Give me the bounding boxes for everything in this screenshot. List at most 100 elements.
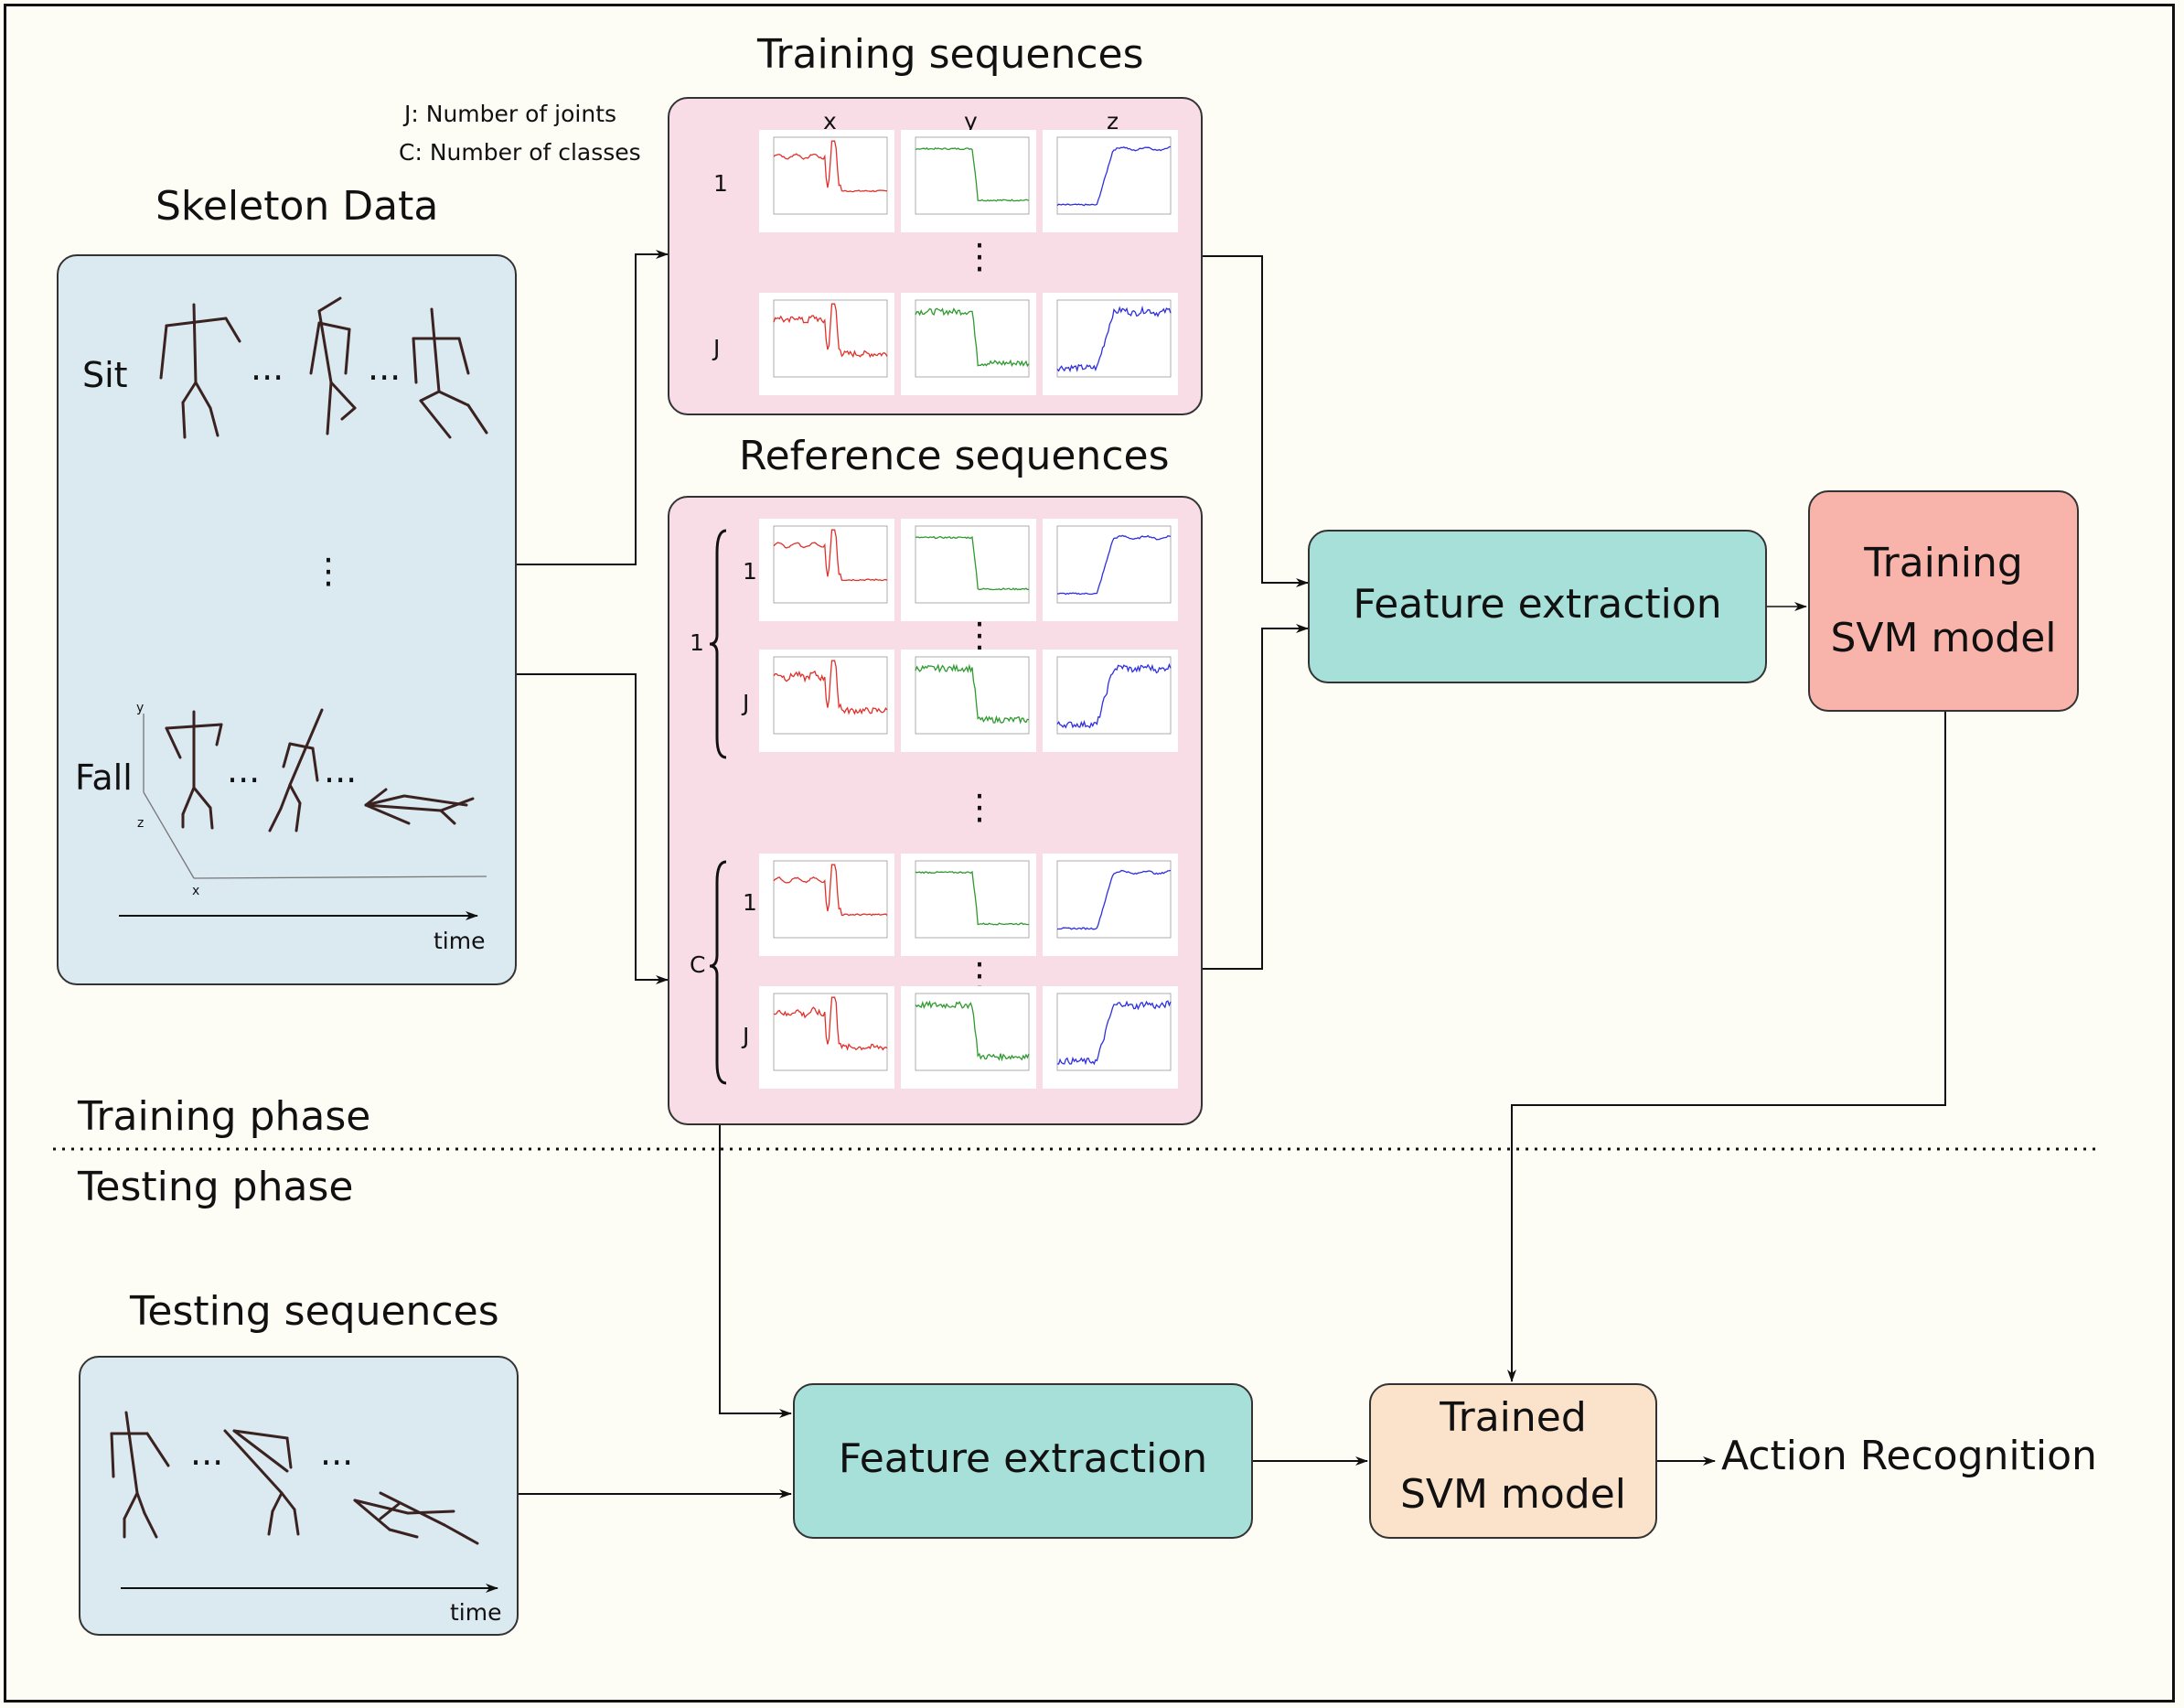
mini-plot-series [773,140,888,193]
mini-plot [1043,130,1178,232]
mini-plot-series [1056,534,1172,596]
vertical-ellipsis: ⋮ [962,236,997,276]
training-svm-label-line1: Training [1864,540,2023,586]
class-label-sit: Sit [82,355,128,395]
axis-label-y: y [136,701,145,715]
mini-plot-frame [773,656,888,735]
row-label-1: 1 [743,889,757,916]
vertical-ellipsis: ⋮ [962,787,997,827]
skeleton-fall-2 [268,708,324,833]
axis-label-x: x [192,884,200,898]
mini-plot [759,130,894,232]
training-svm-label-line2: SVM model [1830,615,2057,661]
figure-frame [4,4,2175,1703]
mini-plot-frame [915,656,1030,735]
skeleton-title: Skeleton Data [155,183,439,230]
mini-plot-series [1056,662,1172,729]
trained-svm-label-line1: Trained [1440,1394,1587,1441]
mini-plot-series [1056,305,1172,373]
mini-plot-series [915,870,1030,926]
trained-svm-label-line2: SVM model [1400,1471,1626,1518]
mini-plot-frame [1056,656,1172,735]
time-label: time [434,928,486,954]
mini-plot [1043,293,1178,395]
feature-extraction-test-label: Feature extraction [838,1435,1208,1482]
mini-plot-series [1056,1000,1172,1066]
ellipsis: ... [368,348,401,388]
mini-plot [901,130,1036,232]
group-label-C: C [690,951,706,978]
mini-plot [759,519,894,621]
mini-plot-series [773,660,888,715]
skeleton-fall-1 [165,710,223,830]
axis-label-z: z [137,816,145,831]
arrow-svm-to-trained [1507,712,1946,1382]
row-label-1: 1 [743,558,757,585]
testing-sequences-title: Testing sequences [130,1288,499,1335]
mini-plot-series [1057,869,1172,930]
mini-plot-frame [915,525,1030,604]
mini-plot-frame [773,299,888,378]
vertical-ellipsis: ⋮ [311,551,346,591]
mini-plot-series [915,535,1029,591]
row-label-J: J [713,335,721,361]
testing-skeleton-figures [110,1411,498,1593]
mini-plot-frame [1056,136,1172,215]
mini-plot-frame [915,860,1030,939]
col-label-y: y [964,108,978,134]
feature-extraction-box: Feature extraction [1308,530,1767,683]
arrow-skeleton-to-training [517,250,669,565]
feature-extraction-test-box: Feature extraction [793,1383,1253,1539]
mini-plot-frame [1056,525,1172,604]
testing-sequences-box: ... ... time [79,1356,519,1636]
ellipsis: ... [320,1433,354,1473]
legend-joints: J: Number of joints [404,101,617,127]
col-label-x: x [823,108,837,134]
legend-classes: C: Number of classes [399,139,641,166]
axis-triad [143,714,487,879]
skeleton-fall-3 [364,788,475,825]
mini-plot-frame [915,136,1030,215]
mini-plot [901,986,1036,1089]
skeleton-sit-1 [159,303,241,439]
mini-plot-series [773,303,888,359]
mini-plot [901,293,1036,395]
mini-plot [1043,650,1178,752]
mini-plot-series [773,996,888,1051]
mini-plot [759,650,894,752]
arrow-skeleton-to-reference [517,673,669,984]
mini-plot-frame [915,993,1030,1071]
mini-plot-series [1056,145,1172,207]
skeleton-sit-2 [309,296,357,435]
ellipsis: ... [324,750,358,790]
ellipsis: ... [190,1433,224,1473]
mini-plot-frame [1056,993,1172,1071]
mini-plot-series [915,307,1030,368]
action-recognition-label: Action Recognition [1721,1433,2097,1479]
class-label-fall: Fall [75,757,133,798]
row-label-J: J [743,690,750,716]
mini-plot-series [915,1000,1030,1062]
mini-plot-series [773,864,888,917]
ellipsis: ... [227,750,261,790]
mini-plot-frame [773,525,888,604]
training-svm-box: Training SVM model [1808,490,2079,712]
group-braces [709,529,727,1085]
mini-plot [1043,519,1178,621]
mini-plot-frame [773,136,888,215]
training-sequences-title: Training sequences [757,31,1144,78]
col-label-z: z [1107,108,1119,134]
vertical-ellipsis: ⋮ [962,615,997,655]
arrow-training-to-feature [1203,255,1309,587]
row-label-J: J [743,1023,750,1049]
arrow-reference-to-test-feature [719,1125,792,1418]
mini-plot [901,854,1036,956]
skeleton-figures [119,296,488,920]
feature-extraction-label: Feature extraction [1353,581,1722,628]
mini-plot-series [915,663,1030,725]
arrow-reference-to-feature [1203,624,1309,970]
row-label-1: 1 [713,170,728,197]
trained-svm-box: Trained SVM model [1369,1383,1657,1539]
mini-plot-frame [773,993,888,1071]
skeleton-test-1 [110,1411,170,1539]
